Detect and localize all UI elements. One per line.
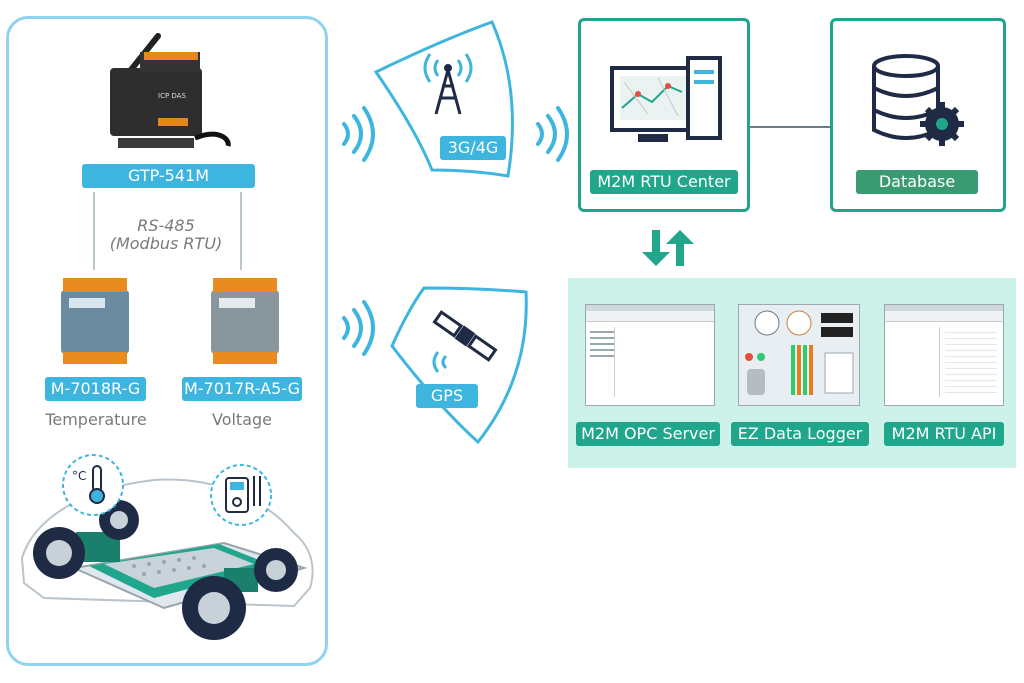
bus-label-rs485: RS-485	[137, 216, 195, 235]
gtp-541m-device-image: ICP DAS	[110, 33, 231, 148]
gateway-brand: ICP DAS	[158, 92, 186, 100]
gateway-label: GTP-541M	[82, 164, 255, 188]
opc-server-screenshot	[585, 304, 715, 406]
rtu-api-screenshot	[884, 304, 1004, 406]
field-devices-panel	[6, 16, 328, 666]
module1-caption: Temperature	[45, 410, 147, 429]
thermometer-icon: °C	[62, 454, 124, 516]
software-label-opc-server: M2M OPC Server	[576, 422, 720, 446]
cellular-label: 3G/4G	[440, 136, 506, 160]
database-label: Database	[856, 170, 978, 194]
gps-label: GPS	[416, 384, 478, 408]
module1-label: M-7018R-G	[45, 377, 146, 401]
monitor-icon	[610, 56, 722, 142]
m-7018r-module-image	[61, 278, 129, 364]
bus-label-modbus: (Modbus RTU)	[109, 234, 223, 253]
electric-car-illustration	[20, 478, 314, 640]
module2-caption: Voltage	[211, 410, 272, 429]
wifi-wave-icon	[342, 300, 375, 356]
module2-label: M-7017R-A5-G	[182, 377, 302, 401]
database-gear-icon	[872, 54, 964, 146]
rs485-line-left	[93, 192, 95, 270]
software-label-rtu-api: M2M RTU API	[884, 422, 1004, 446]
svg-text:°C: °C	[72, 469, 86, 483]
satellite-icon	[432, 310, 498, 373]
software-label-ez-data-logger: EZ Data Logger	[731, 422, 869, 446]
ez-data-logger-screenshot	[738, 304, 860, 406]
center-database-connector	[750, 126, 830, 128]
m-7017r-module-image	[211, 278, 279, 364]
m2m-rtu-center-label: M2M RTU Center	[590, 170, 738, 194]
multimeter-icon	[210, 464, 272, 526]
wifi-wave-icon	[342, 106, 375, 162]
rs485-line-right	[240, 192, 242, 270]
cell-tower-icon	[423, 53, 473, 115]
sync-arrows-icon	[642, 230, 694, 266]
wifi-wave-icon	[536, 106, 569, 162]
gps-network-shape	[390, 286, 528, 445]
